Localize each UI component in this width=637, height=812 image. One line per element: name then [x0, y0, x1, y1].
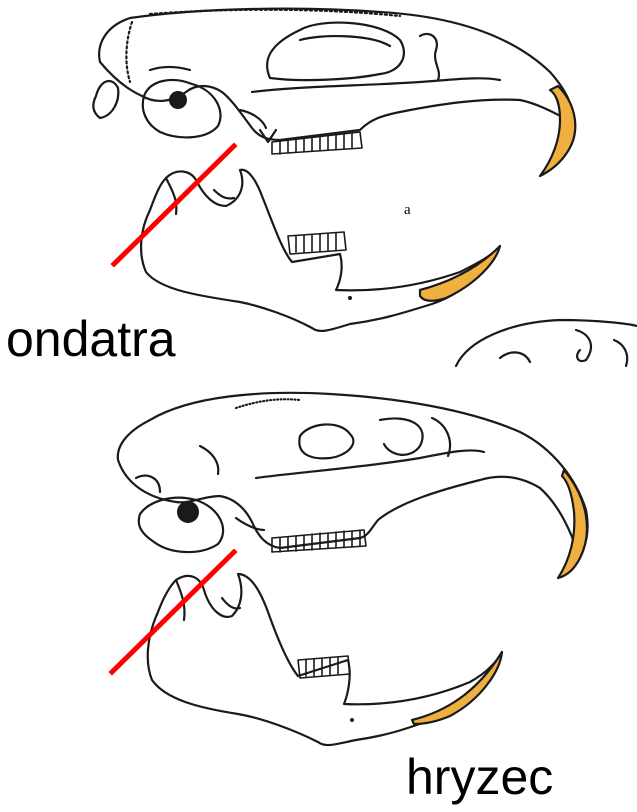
hryzec-label: hryzec [406, 752, 553, 802]
ondatra-label: ondatra [6, 314, 176, 364]
ondatra-auditory-bulla [169, 91, 187, 109]
hryzec-upper-molars [272, 530, 366, 552]
ondatra-red-marker-line [114, 146, 234, 264]
ondatra-upper-incisor [540, 86, 575, 176]
ondatra-cranium [93, 9, 572, 142]
ondatra-lower-molars [288, 232, 346, 254]
ondatra-mental-foramen [348, 296, 352, 300]
figure-marker-label: a [404, 203, 411, 218]
hryzec-mental-foramen [350, 718, 354, 722]
neighbor-skull-fragment [456, 320, 637, 366]
hryzec-cranium [118, 393, 588, 554]
ondatra-lower-incisor [420, 246, 500, 301]
hryzec-auditory-bulla [177, 501, 199, 523]
hryzec-mandible [148, 574, 502, 745]
hryzec-upper-incisor [558, 470, 587, 578]
